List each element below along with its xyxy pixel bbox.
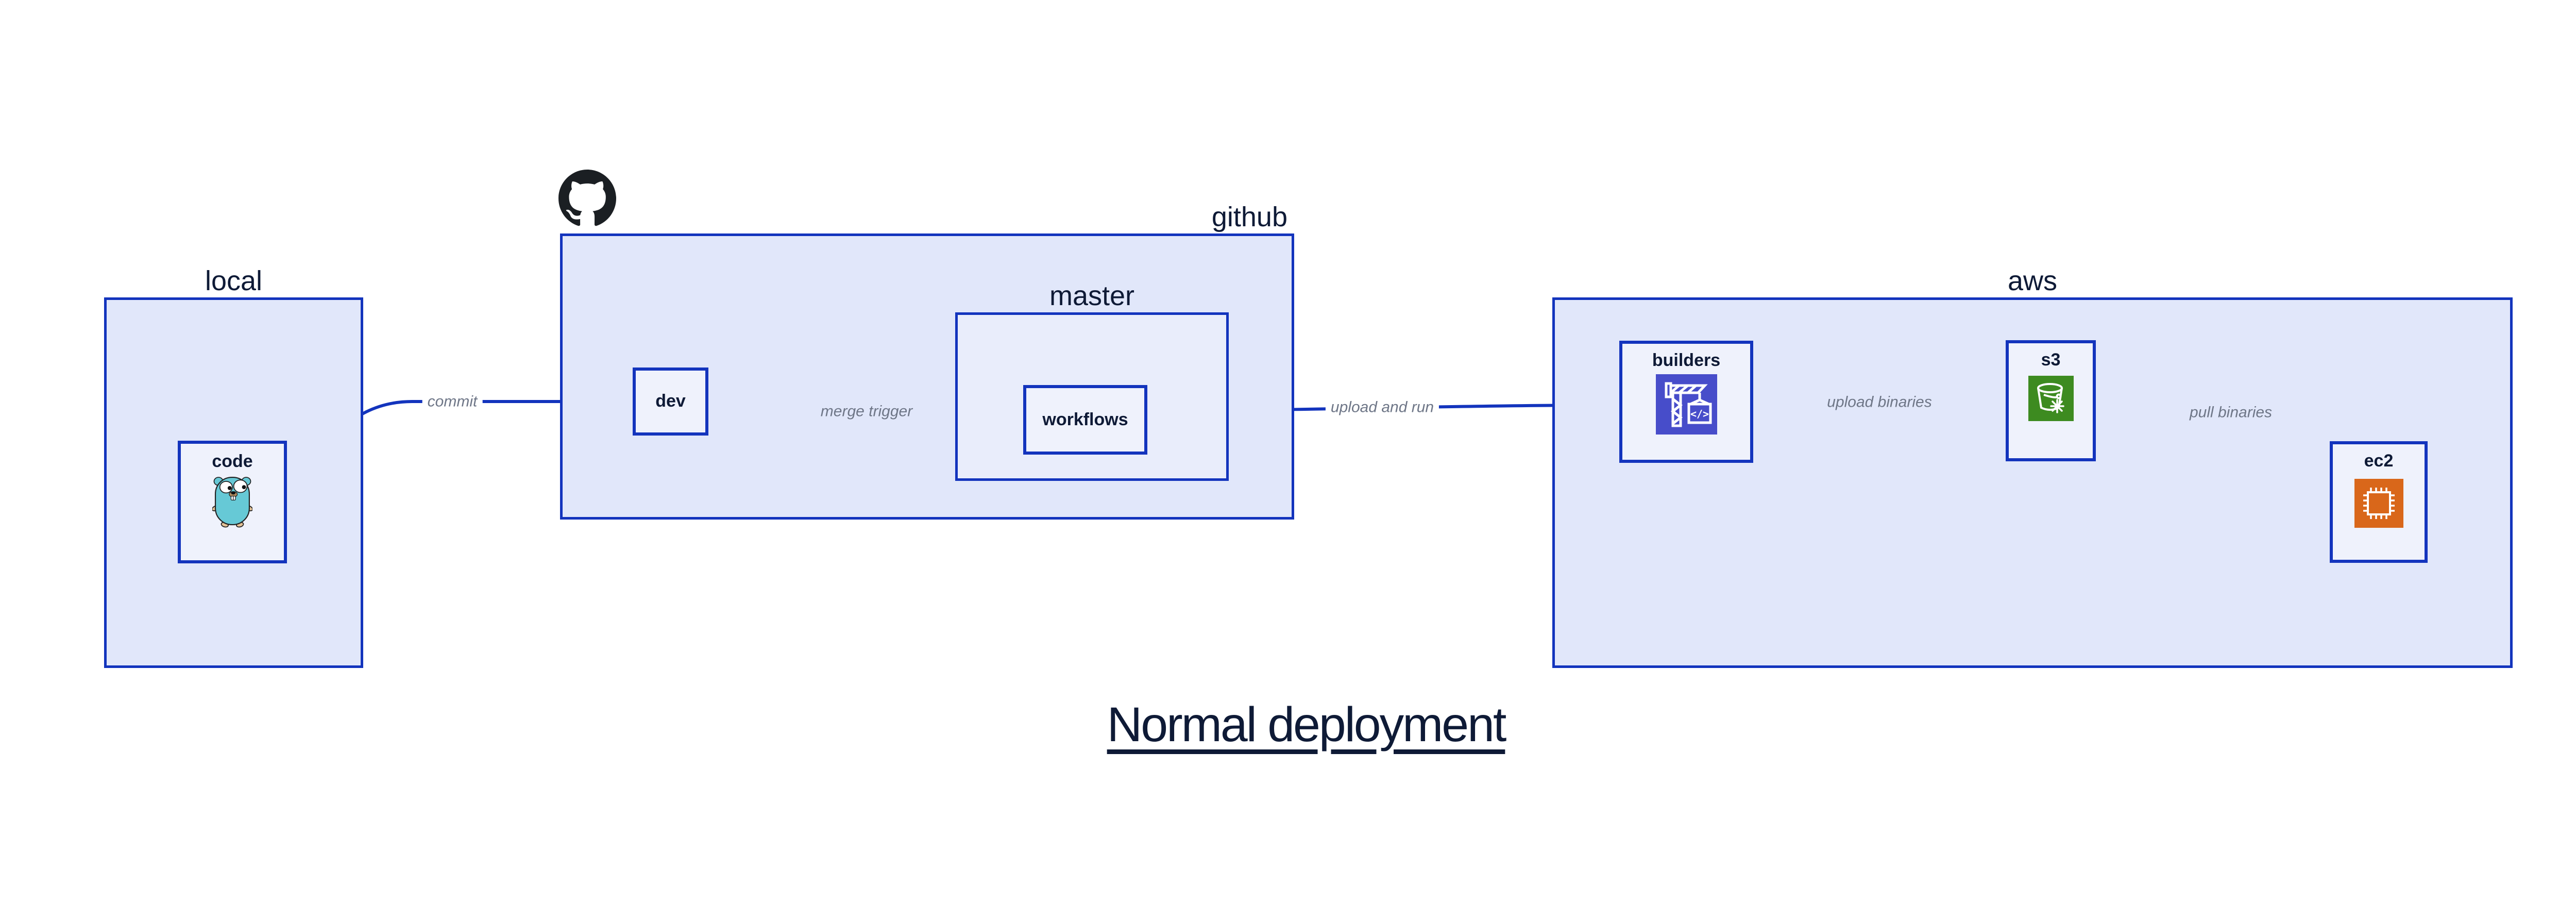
svg-text:</>: </>	[1690, 408, 1708, 420]
node-code: code	[178, 441, 287, 563]
node-ec2: ec2	[2330, 441, 2428, 563]
github-octocat-icon	[558, 170, 616, 226]
edge-label-commit: commit	[422, 392, 483, 411]
group-github-label: github	[1211, 202, 1287, 232]
edge-label-upload-binaries: upload binaries	[1822, 392, 1937, 412]
ec2-chip-icon	[2354, 479, 2403, 528]
node-s3: s3	[2006, 340, 2096, 461]
edge-label-merge-trigger: merge trigger	[815, 402, 918, 421]
group-master-label: master	[1049, 280, 1135, 311]
node-code-label: code	[212, 452, 253, 471]
group-aws-label: aws	[2007, 265, 2058, 296]
edge-label-pull-binaries: pull binaries	[2184, 403, 2278, 422]
edge-label-upload-and-run: upload and run	[1325, 397, 1439, 417]
node-workflows-label: workflows	[1042, 409, 1128, 429]
diagram-title: Normal deployment	[1107, 697, 1507, 752]
codebuild-crane-icon: </>	[1655, 374, 1717, 435]
group-local-label: local	[205, 265, 263, 296]
node-builders-label: builders	[1652, 350, 1721, 370]
node-s3-label: s3	[2041, 350, 2061, 370]
group-local: local	[104, 265, 363, 668]
node-ec2-label: ec2	[2364, 451, 2394, 471]
node-dev-label: dev	[655, 391, 686, 411]
node-dev: dev	[633, 368, 708, 436]
go-gopher-icon	[212, 477, 252, 528]
s3-bucket-icon	[2028, 376, 2074, 422]
node-builders: builders </>	[1619, 341, 1753, 463]
node-workflows: workflows	[1023, 385, 1147, 455]
